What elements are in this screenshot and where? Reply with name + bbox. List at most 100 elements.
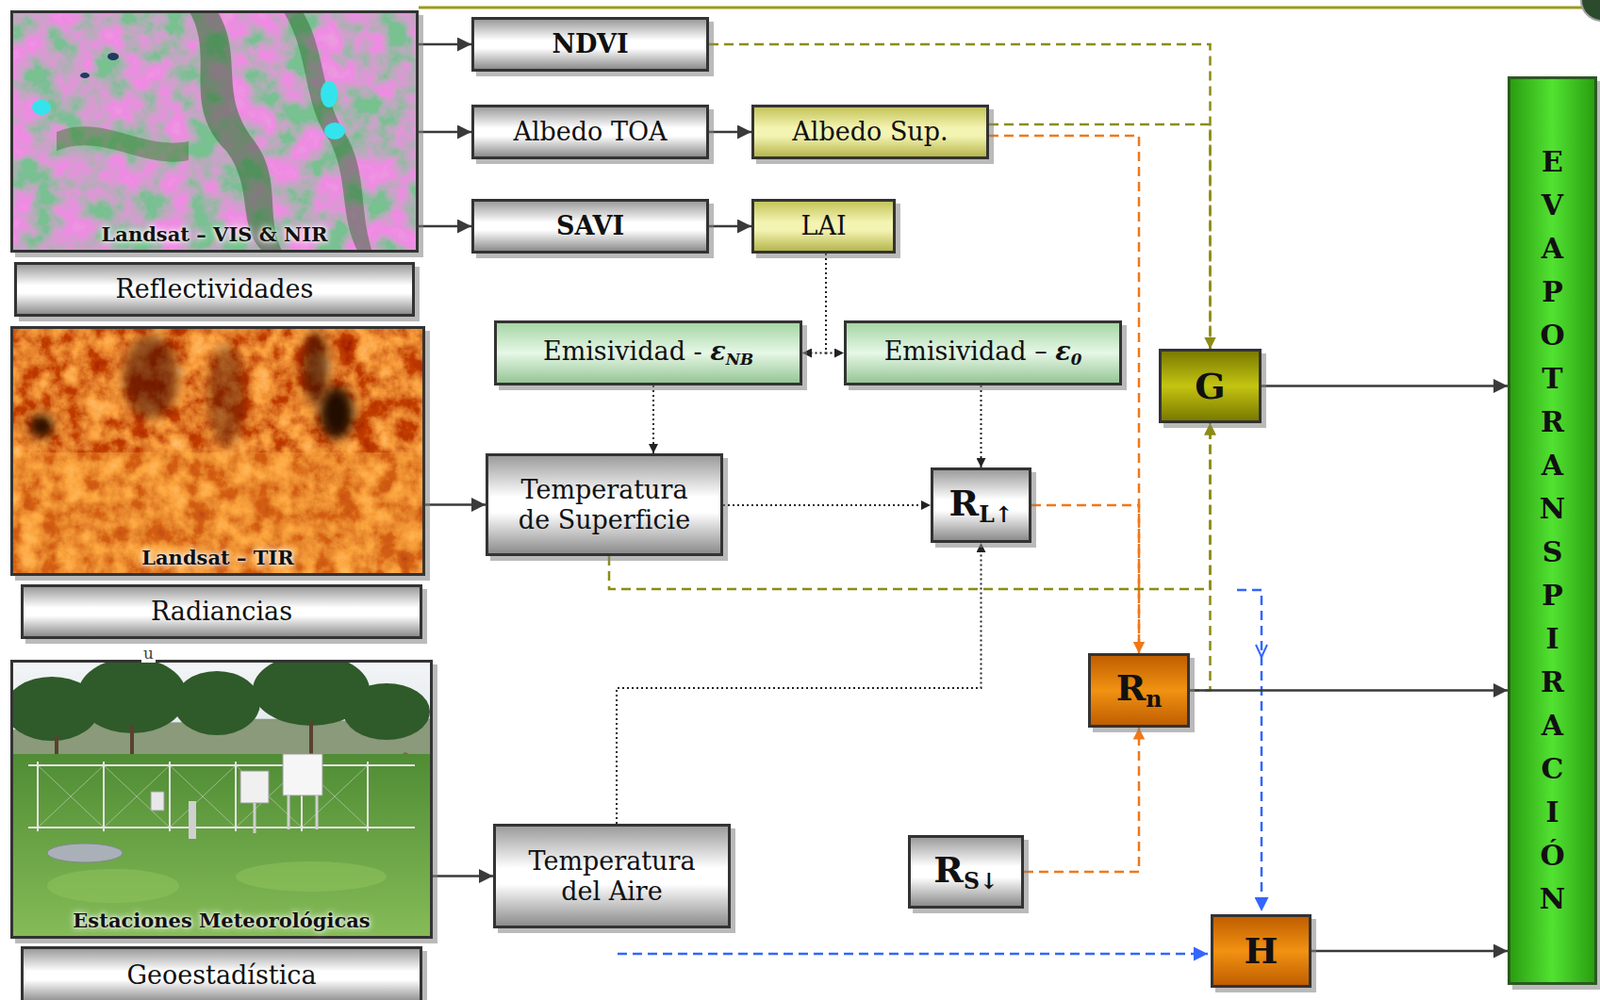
flow-connector (989, 124, 1211, 349)
node-text: Rn (1116, 667, 1163, 713)
symbol-part: ε (1055, 336, 1071, 366)
flow-connector (989, 135, 1139, 654)
flux-box: RL↑ (930, 467, 1032, 544)
flux-box: H (1210, 914, 1312, 989)
source-label-box: Reflectividades (14, 262, 415, 317)
flow-connector (980, 385, 983, 468)
stray-mark: u (141, 644, 156, 663)
landsat-vis-image-part (32, 99, 51, 116)
landsat-vis-image-part (188, 10, 283, 253)
flow-connector (1261, 384, 1508, 388)
landsat-tir-image (10, 326, 426, 577)
satellite-image-frame: Landsat – VIS & NIR (10, 10, 419, 253)
node-text: LAI (800, 211, 846, 241)
landsat-vis-image-part (80, 72, 90, 79)
header-rule (418, 6, 1600, 10)
blue-dashed-wire (617, 953, 1208, 957)
weather-station-photo (10, 659, 433, 940)
flow-connector (709, 131, 752, 134)
source-label-box: Geoestadística (20, 946, 423, 1000)
subscript-part: 0 (1071, 349, 1083, 369)
landsat-vis-image-part (320, 81, 338, 108)
node-text: Landsat – VIS & NIR (101, 223, 329, 247)
symbol-part: ε (709, 336, 726, 366)
node-text: Geoestadística (126, 960, 316, 990)
flux-box: RS↓ (907, 835, 1024, 909)
satellite-image-frame: Landsat – TIR (10, 326, 426, 577)
landsat-vis-image-part (107, 52, 119, 61)
text-part: Emisividad - (543, 336, 710, 366)
source-label-box: Radiancias (20, 584, 423, 640)
subscript-part: L↑ (978, 501, 1013, 528)
weather-station-photo-part-part (103, 765, 170, 828)
flow-connector (425, 503, 486, 507)
flow-connector (1189, 423, 1211, 692)
node-text: Emisividad – ε0 (884, 336, 1083, 369)
process-box: Emisividad – ε0 (843, 320, 1122, 386)
flow-connector (709, 44, 1211, 349)
process-box: LAI (751, 198, 896, 254)
flow-connector (418, 131, 472, 134)
weather-station-photo-part-part (28, 826, 415, 829)
weather-station-photo-part-part (343, 683, 430, 741)
landsat-vis-image-part (324, 122, 346, 140)
flow-connector (709, 225, 752, 229)
process-box: Emisividad - εNB (494, 320, 803, 386)
weather-station-photo-part (240, 771, 269, 804)
node-text: SAVI (556, 211, 625, 241)
weather-station-photo-part-part (169, 765, 236, 828)
landsat-tir-image-part (10, 326, 426, 577)
flow-connector (1189, 689, 1508, 693)
node-text: Emisividad - εNB (543, 336, 754, 369)
subscript-part: S↓ (963, 868, 999, 895)
node-text: H (1244, 930, 1279, 973)
weather-station-photo-part (10, 659, 430, 742)
weather-station-photo-part-part (168, 761, 171, 832)
logo-mark (1581, 0, 1600, 21)
landsat-vis-image-part (282, 10, 373, 253)
flow-connector (1311, 950, 1508, 954)
node-text: Albedo TOA (512, 116, 667, 147)
weather-station-photo-part-part (366, 761, 369, 832)
landsat-tir-image-part (122, 334, 180, 420)
weather-station-photo-part (253, 803, 257, 834)
weather-station-photo-part-part (77, 659, 187, 734)
flow-connector (616, 543, 982, 825)
weather-station-photo-part-part (173, 671, 261, 736)
node-text: RS↓ (933, 849, 998, 895)
text-part: Emisividad – (884, 336, 1056, 366)
blue-dashed-wire (1237, 590, 1262, 912)
node-text: Temperatura del Aire (512, 846, 712, 906)
node-text: Reflectividades (115, 274, 314, 304)
flow-connector (802, 253, 826, 354)
node-text: RL↑ (949, 482, 1014, 528)
flow-connector (432, 874, 494, 878)
arrowhead-def (418, 44, 1508, 952)
process-box: Temperatura de Superficie (485, 453, 724, 557)
flow-connector (418, 225, 472, 229)
subscript-part: n (1145, 686, 1162, 713)
landsat-vis-image (10, 10, 419, 253)
weather-station-photo-part-part (28, 764, 415, 767)
node-text: G (1194, 365, 1225, 408)
process-box: Temperatura del Aire (493, 824, 731, 929)
process-box: Albedo TOA (471, 104, 710, 160)
weather-station-photo-part-part (103, 765, 170, 828)
weather-station-photo-part-part (169, 765, 236, 828)
node-text: Estaciones Meteorológicas (72, 909, 370, 933)
flow-connector (723, 504, 931, 507)
flow-connector (1031, 505, 1139, 654)
text-part: R (933, 848, 964, 891)
weather-station-photo-part-part (102, 761, 105, 832)
weather-station-photo-part (150, 791, 165, 811)
flow-connector (825, 253, 844, 354)
weather-station-photo-part (28, 761, 415, 832)
weather-station-photo-part (188, 801, 197, 840)
station-photo-frame: Estaciones Meteorológicas (10, 659, 433, 940)
node-text: Albedo Sup. (791, 116, 948, 147)
landsat-tir-image-part (207, 344, 246, 448)
weather-station-photo-part-part (36, 761, 39, 832)
process-box: Albedo Sup. (751, 104, 990, 160)
flux-box: Rn (1088, 653, 1190, 728)
node-text: Radiancias (150, 596, 293, 627)
